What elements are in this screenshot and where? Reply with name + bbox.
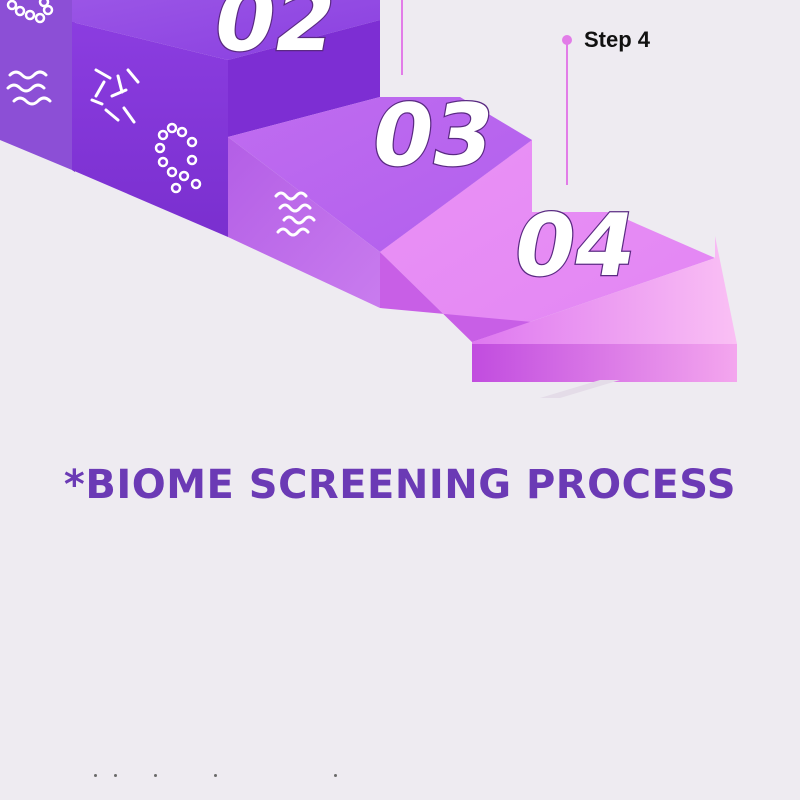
rod-bacteria-icon — [90, 68, 140, 124]
spirilla-icon-small — [274, 191, 316, 237]
cocci-cluster-icon — [154, 122, 202, 194]
step-02-number: 02 — [206, 0, 343, 71]
process-arrow — [472, 236, 737, 344]
step-04-number: 04 — [506, 197, 643, 296]
process-arrow-front — [472, 344, 737, 382]
footer-artifacts — [94, 774, 354, 782]
step-03-top — [228, 97, 532, 252]
step-04-top — [380, 140, 715, 342]
callout-label: Step 4 — [584, 27, 651, 52]
callout-dot — [562, 35, 572, 45]
step-02-right — [228, 20, 380, 137]
step-03-front — [228, 137, 380, 308]
bacteria-chain-icon — [6, 0, 54, 24]
step-02-top — [72, 0, 380, 60]
step-04-front — [380, 252, 532, 342]
step-02-front — [72, 22, 228, 237]
spirilla-icon — [6, 70, 52, 106]
diagram-title: *BIOME SCREENING PROCESS — [63, 462, 737, 508]
step-03-number: 03 — [364, 87, 501, 186]
process-arrow-shadow — [540, 380, 620, 398]
